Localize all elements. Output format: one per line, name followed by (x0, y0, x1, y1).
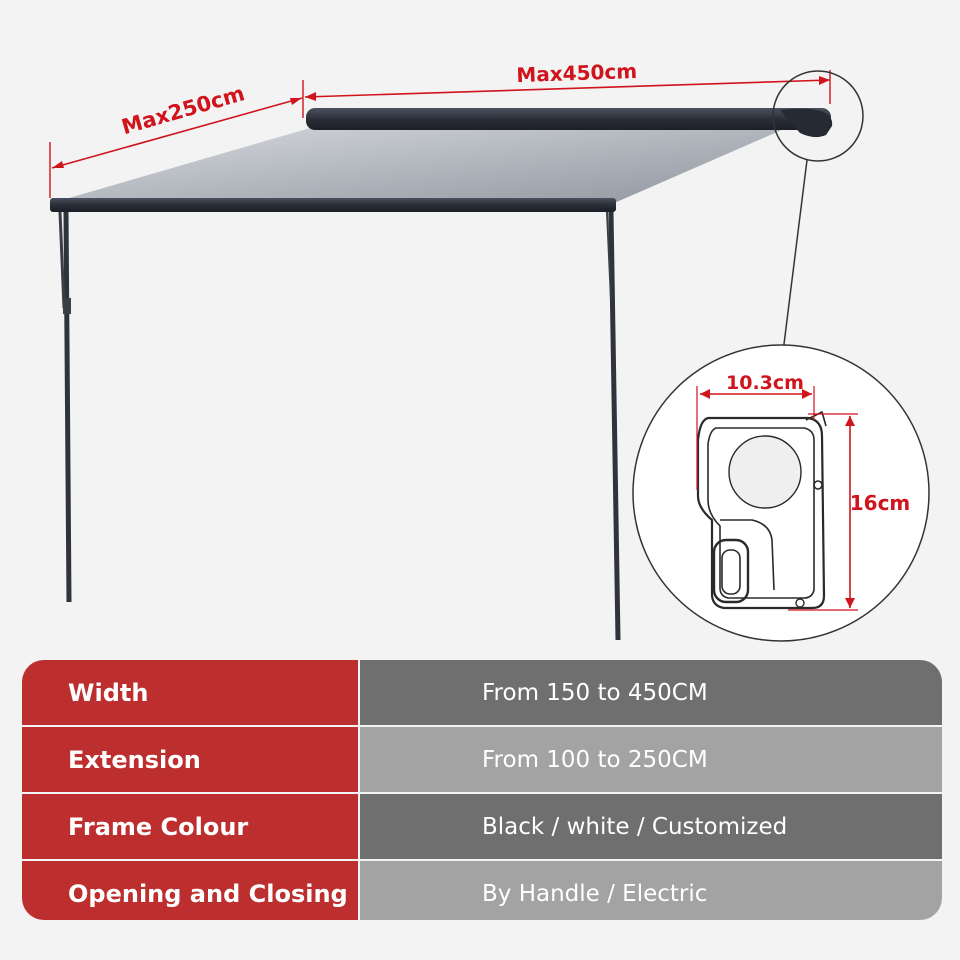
spec-value: Black / white / Customized (360, 794, 942, 859)
awning-right-leg (608, 211, 621, 641)
width-dimension: Max450cm (304, 59, 831, 104)
spec-label: Extension (22, 727, 360, 792)
awning-fabric (62, 122, 800, 204)
awning-cassette (306, 108, 831, 130)
spec-table: Width From 150 to 450CM Extension From 1… (22, 660, 942, 920)
awning-left-leg (63, 211, 72, 603)
spec-value: By Handle / Electric (360, 861, 942, 920)
spec-value: From 100 to 250CM (360, 727, 942, 792)
spec-row-width: Width From 150 to 450CM (22, 660, 942, 725)
width-dimension-label: Max450cm (516, 59, 638, 87)
spec-value: From 150 to 450CM (360, 660, 942, 725)
cassette-detail: 10.3cm 16cm (632, 344, 930, 642)
awning-front-bar (50, 198, 616, 212)
cassette-profile (696, 411, 827, 610)
cassette-roller (728, 435, 802, 509)
spec-row-extension: Extension From 100 to 250CM (22, 725, 942, 792)
spec-label: Frame Colour (22, 794, 360, 859)
zoom-indicator-circle (772, 70, 864, 162)
awning-illustration: Max250cm Max450cm 10.3cm (49, 59, 930, 642)
spec-label: Opening and Closing (22, 861, 360, 920)
cassette-width-label: 10.3cm (726, 372, 804, 394)
spec-label: Width (22, 660, 360, 725)
spec-row-frame-colour: Frame Colour Black / white / Customized (22, 792, 942, 859)
cassette-height-label: 16cm (850, 491, 911, 515)
spec-row-opening-closing: Opening and Closing By Handle / Electric (22, 859, 942, 920)
